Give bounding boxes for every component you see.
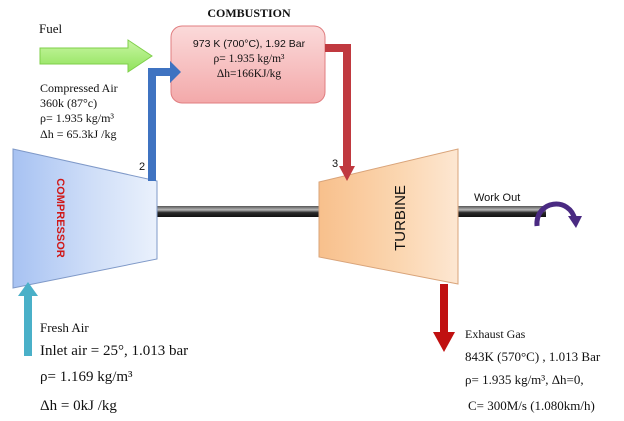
fresh-air-density: ρ= 1.169 kg/m³ [40, 369, 133, 385]
hot-gas-pipe [325, 44, 350, 52]
compressor-label: COMPRESSOR [54, 178, 66, 258]
compressed-air-temperature: 360k (87°c) [40, 96, 97, 110]
work-out-label: Work Out [474, 192, 520, 204]
combustion-density: ρ= 1.935 kg/m³ [214, 53, 285, 65]
compressed-air-title: Compressed Air [40, 81, 118, 95]
combustion-conditions: 973 K (700°C), 1.92 Bar [193, 38, 306, 50]
fresh-air-inlet: Inlet air = 25°, 1.013 bar [40, 343, 188, 359]
exhaust-density-enthalpy: ρ= 1.935 kg/m³, Δh=0, [465, 372, 584, 387]
station-2-label: 2 [139, 161, 145, 173]
compressor-turbine-shaft [157, 206, 323, 217]
turbine-label: TURBINE [392, 185, 409, 251]
fuel-arrow [39, 39, 153, 73]
fresh-air-title: Fresh Air [40, 320, 89, 335]
turbine-body [318, 148, 459, 285]
exhaust-velocity: C= 300M/s (1.080km/h) [468, 398, 595, 413]
station-3-label: 3 [332, 158, 338, 170]
compressor-body [12, 148, 158, 289]
compressed-air-pipe [148, 68, 156, 181]
compressed-air-arrowhead [170, 61, 181, 83]
work-out-rotation-arrow [534, 201, 578, 227]
exhaust-arrowhead [433, 332, 455, 352]
compressed-air-density: ρ= 1.935 kg/m³ [40, 111, 114, 125]
combustion-title: COMBUSTION [207, 6, 291, 20]
exhaust-conditions: 843K (570°C) , 1.013 Bar [465, 349, 601, 364]
hot-gas-arrowhead [339, 166, 355, 181]
combustion-enthalpy: Δh=166KJ/kg [217, 68, 282, 80]
work-out-arrowhead [568, 216, 582, 228]
compressed-air-enthalpy: Δh = 65.3kJ /kg [40, 127, 117, 141]
fresh-air-pipe [24, 294, 32, 356]
fresh-air-enthalpy: Δh = 0kJ /kg [40, 398, 117, 414]
fuel-label: Fuel [39, 21, 63, 36]
exhaust-pipe [440, 284, 448, 334]
exhaust-title: Exhaust Gas [465, 327, 526, 341]
output-shaft [458, 206, 546, 217]
fresh-air-arrowhead [18, 282, 38, 296]
